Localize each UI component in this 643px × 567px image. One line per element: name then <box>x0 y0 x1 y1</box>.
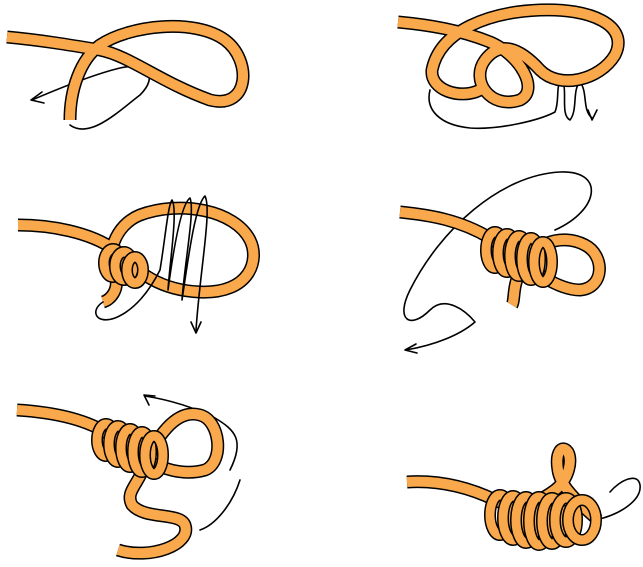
step-2-arrow <box>588 110 597 120</box>
step-6-working-line <box>595 478 640 520</box>
step-5 <box>17 395 240 553</box>
step-3-wraps <box>104 249 143 283</box>
step-2-rope <box>398 10 618 102</box>
step-6 <box>407 449 640 545</box>
step-5-wraps <box>97 424 163 474</box>
step-5-tail-line <box>200 480 240 530</box>
step-4 <box>400 172 599 353</box>
step-1 <box>7 26 243 129</box>
step-4-wraps <box>486 232 552 282</box>
step-2 <box>398 10 618 128</box>
step-3 <box>18 196 253 333</box>
step-1-working-line <box>32 67 149 130</box>
step-6-wraps <box>490 495 596 545</box>
